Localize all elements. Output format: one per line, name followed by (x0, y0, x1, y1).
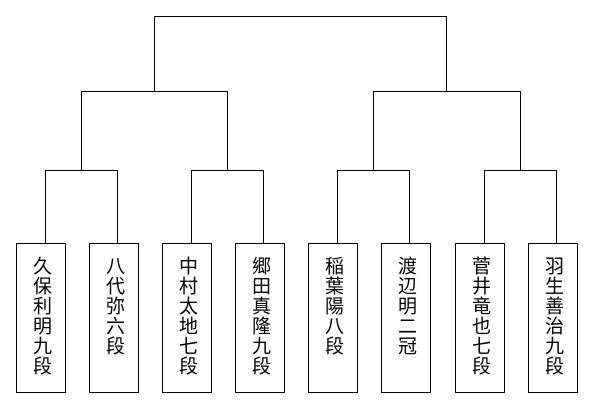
player-name: 渡辺明二冠 (395, 256, 417, 356)
semifinal-2-connector (373, 91, 521, 171)
player-box-4: 郷田真隆九段 (235, 243, 285, 393)
player-box-6: 渡辺明二冠 (381, 243, 431, 393)
player-name: 稲葉陽八段 (322, 256, 344, 356)
match-1-connector (45, 170, 118, 243)
player-box-8: 羽生善治九段 (528, 243, 578, 393)
match-4-connector (484, 170, 557, 243)
player-box-3: 中村太地七段 (162, 243, 212, 393)
semifinal-1-connector (81, 91, 228, 171)
player-name: 郷田真隆九段 (249, 256, 271, 376)
player-box-5: 稲葉陽八段 (308, 243, 358, 393)
player-box-1: 久保利明九段 (16, 243, 66, 393)
final-connector (154, 16, 447, 92)
player-name: 菅井竜也七段 (469, 256, 491, 376)
player-name: 羽生善治九段 (542, 256, 564, 376)
player-name: 八代弥六段 (103, 256, 125, 356)
player-name: 中村太地七段 (176, 256, 198, 376)
player-box-2: 八代弥六段 (89, 243, 139, 393)
player-name: 久保利明九段 (30, 256, 52, 376)
player-box-7: 菅井竜也七段 (455, 243, 505, 393)
match-3-connector (337, 170, 410, 243)
match-2-connector (191, 170, 264, 243)
